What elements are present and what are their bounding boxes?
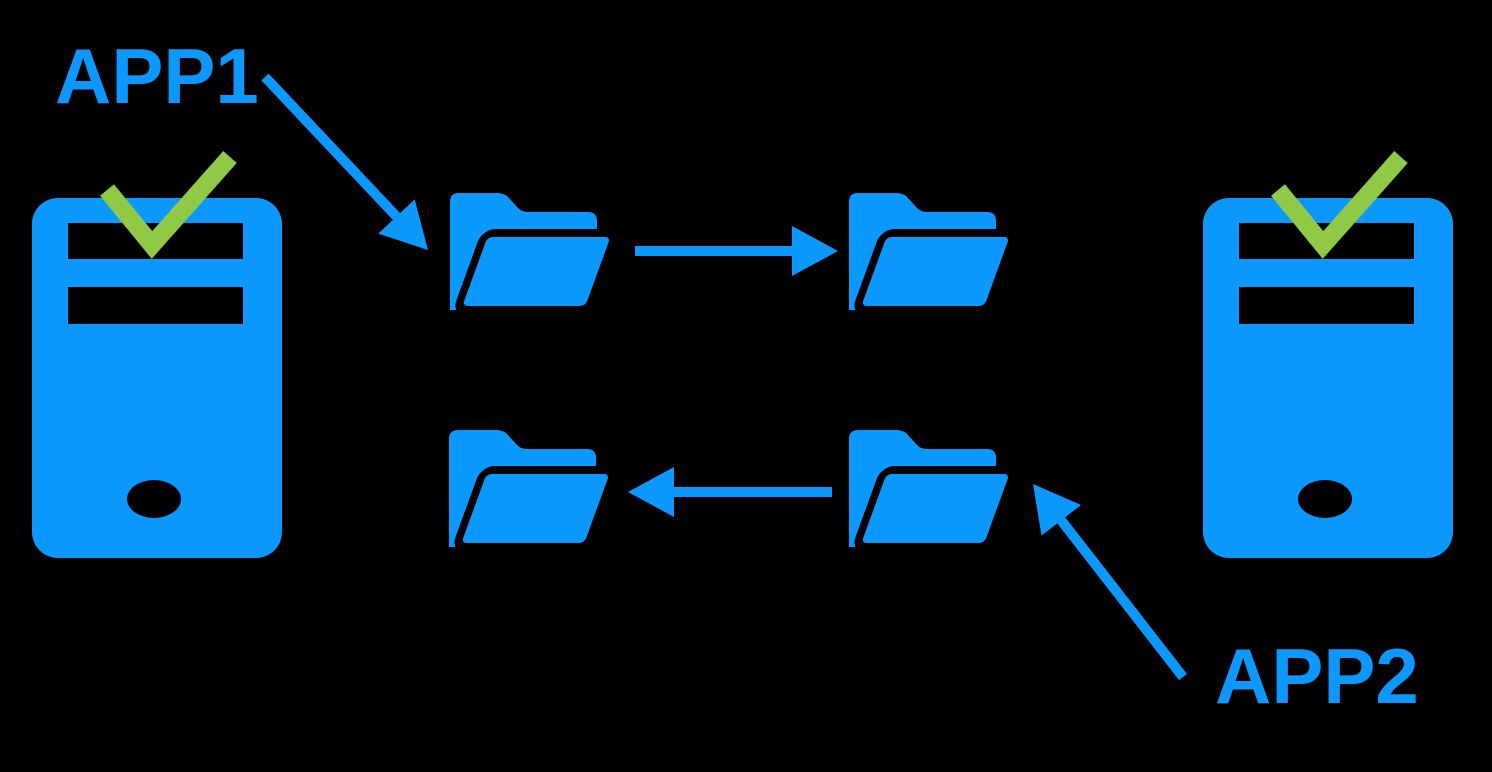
folder-bottom-left-icon — [449, 430, 615, 547]
server-left-icon — [32, 157, 282, 558]
folder-bottom-right-icon — [849, 430, 1015, 547]
arrow-top-transfer-right — [635, 226, 838, 276]
arrow-head-icon — [378, 199, 428, 250]
arrow-shaft — [261, 73, 401, 220]
arrow-app2-to-folder — [1033, 484, 1187, 681]
arrow-bottom-transfer-left — [628, 467, 832, 517]
arrow-head-icon — [792, 226, 838, 276]
arrow-head-icon — [1033, 484, 1081, 536]
arrow-head-icon — [628, 467, 674, 517]
app1-label: APP1 — [55, 32, 259, 120]
arrow-shaft — [1057, 517, 1187, 681]
folder-top-left-icon — [450, 193, 616, 310]
app2-label: APP2 — [1215, 632, 1419, 720]
folder-top-right-icon — [849, 193, 1015, 310]
arrow-app1-to-folder — [261, 73, 428, 250]
server-right-icon — [1203, 157, 1453, 558]
